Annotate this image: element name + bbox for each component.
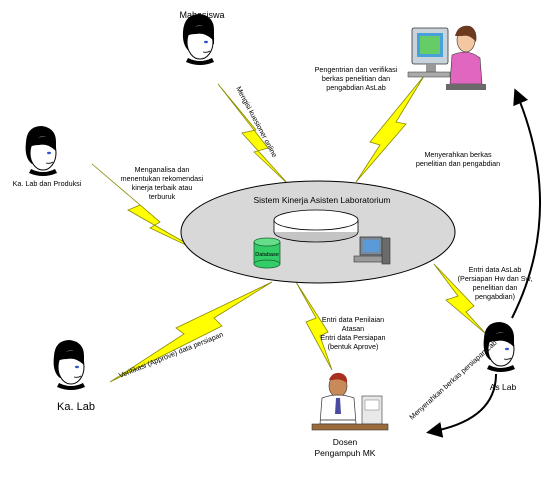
database-icon [253, 237, 281, 269]
svg-text:(Persiapan Hw dan Sw,: (Persiapan Hw dan Sw, [458, 274, 533, 283]
dosen-at-desk-icon [311, 372, 389, 431]
flow-pengentrian: Pengentrian dan verifikasi berkas peneli… [315, 65, 398, 92]
svg-text:Entri data Persiapan: Entri data Persiapan [320, 333, 385, 342]
system-title: Sistem Kinerja Asisten Laboratorium [253, 195, 390, 205]
arrow-aslab-to-dosen [426, 373, 497, 438]
flow-entri-dosen: Entri data Penilaian Atasan Entri data P… [320, 315, 385, 351]
flow-entri-aslab: Entri data AsLab (Persiapan Hw dan Sw, p… [458, 265, 533, 301]
svg-text:Pengentrian dan verifikasi: Pengentrian dan verifikasi [315, 65, 398, 74]
actor-mahasiswa: Mahasiswa [179, 10, 224, 20]
svg-text:Entri data AsLab: Entri data AsLab [469, 265, 522, 274]
actor-dosen-line1: Dosen [333, 437, 358, 447]
svg-text:Menganalisa dan: Menganalisa dan [135, 165, 190, 174]
lightning-mahasiswa [217, 83, 291, 187]
svg-text:(bentuk Aprove): (bentuk Aprove) [328, 342, 379, 351]
aslab-person-icon [483, 322, 515, 372]
svg-text:Entri data Penilaian: Entri data Penilaian [322, 315, 384, 324]
svg-text:kinerja terbaik atau: kinerja terbaik atau [132, 183, 193, 192]
kalab-produksi-person-icon [25, 126, 57, 176]
svg-text:berkas penelitian dan: berkas penelitian dan [322, 74, 390, 83]
actor-kalab-produksi: Ka. Lab dan Produksi [13, 179, 82, 188]
mahasiswa-person-icon [182, 14, 214, 65]
svg-text:pengabdian AsLab: pengabdian AsLab [326, 83, 386, 92]
actor-aslab: As Lab [490, 382, 517, 392]
svg-text:penelitian dan: penelitian dan [473, 283, 518, 292]
svg-text:terburuk: terburuk [149, 192, 176, 201]
arrow-aslab-to-staff [511, 88, 541, 319]
flow-menyerahkan-atas: Menyerahkan berkas penelitian dan pengab… [416, 150, 500, 168]
staff-at-computer-icon [407, 25, 486, 90]
lightning-pengentrian [355, 75, 425, 183]
flow-verifikasi: Verifikasi (Approve) data persiapan [117, 330, 224, 380]
svg-text:Atasan: Atasan [342, 324, 364, 333]
flow-menyerahkan-bawah: Menyerahkan berkas persiapan Lab [407, 338, 498, 421]
database-label: Database [255, 252, 279, 258]
lightning-kalab [109, 281, 273, 383]
actor-dosen-line2: Pengampuh MK [315, 448, 376, 458]
svg-text:penelitian dan pengabdian: penelitian dan pengabdian [416, 159, 500, 168]
computer-icon [353, 236, 391, 265]
svg-text:Menyerahkan berkas: Menyerahkan berkas [424, 150, 492, 159]
svg-text:pengabdian): pengabdian) [475, 292, 515, 301]
svg-text:menentukan rekomendasi: menentukan rekomendasi [121, 174, 204, 183]
lightning-dosen [295, 281, 333, 371]
flow-menganalisa: Menganalisa dan menentukan rekomendasi k… [121, 165, 204, 201]
actor-kalab: Ka. Lab [57, 401, 95, 413]
kalab-person-icon [53, 340, 85, 390]
